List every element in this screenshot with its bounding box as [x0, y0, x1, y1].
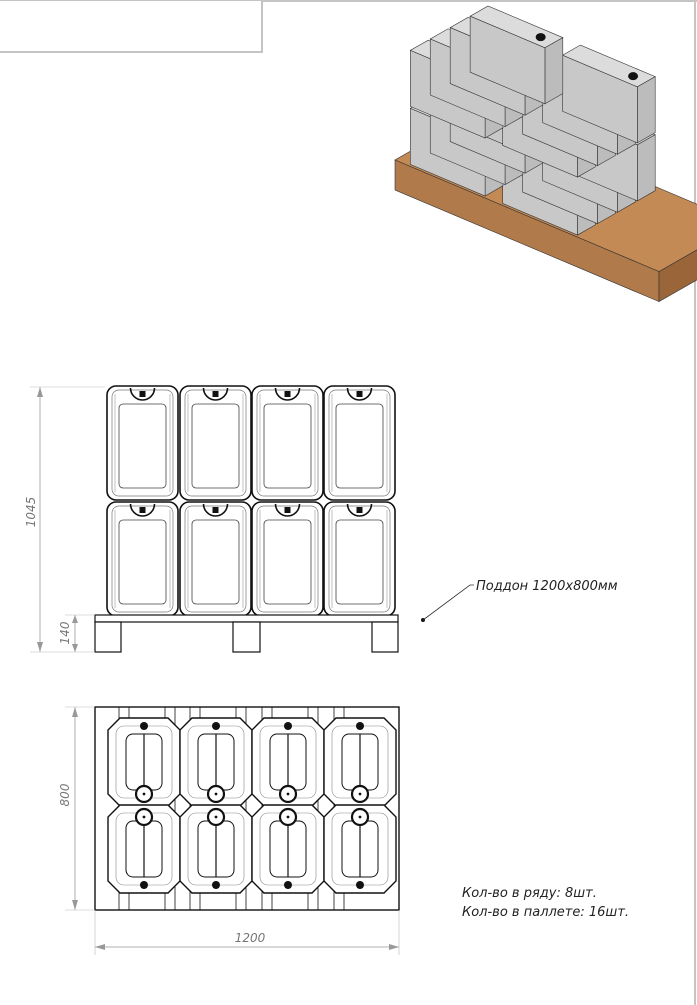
front-dimensions: 1045 140	[24, 386, 105, 653]
canister-iso-side	[544, 37, 564, 105]
vent	[356, 722, 364, 730]
vent	[212, 881, 220, 889]
vent	[356, 881, 364, 889]
canister-front	[251, 385, 324, 501]
vent	[284, 722, 292, 730]
pallet-side	[658, 249, 697, 303]
pallet-height-dimension: 140	[58, 621, 72, 644]
isometric-pallet-view	[394, 5, 697, 303]
canister-top	[179, 717, 253, 807]
canister-iso-front	[469, 15, 546, 105]
notes: Кол-во в ряду: 8шт. Кол-во в паллете: 16…	[462, 886, 629, 920]
note-per-row: Кол-во в ряду: 8шт.	[462, 886, 597, 901]
note-per-pallet: Кол-во в паллете: 16шт.	[462, 905, 629, 920]
canister-top	[251, 804, 325, 894]
vent	[140, 722, 148, 730]
canister-top	[107, 717, 181, 807]
canister-top	[323, 804, 397, 894]
pallet-label: Поддон 1200х800мм	[476, 579, 618, 594]
width-dimension: 1200	[235, 931, 266, 945]
pallet-block	[94, 621, 122, 653]
canister-top	[107, 804, 181, 894]
canister-front	[106, 501, 179, 617]
height-dimension: 1045	[24, 497, 38, 528]
title-block	[0, 0, 263, 53]
canister-front	[179, 385, 252, 501]
canister-front	[106, 385, 179, 501]
pallet-block	[371, 621, 399, 653]
canister-top	[323, 717, 397, 807]
canister-front	[179, 501, 252, 617]
canister-front	[323, 501, 396, 617]
canister-iso-side	[637, 76, 656, 144]
canister-top	[179, 804, 253, 894]
canister-top	[251, 717, 325, 807]
depth-dimension: 800	[58, 783, 72, 806]
canister-front	[323, 385, 396, 501]
cap	[628, 72, 639, 81]
canister-iso-side	[637, 134, 656, 202]
pallet-deck	[94, 614, 399, 623]
pallet-block	[232, 621, 261, 653]
top-dimensions: 800 1200	[58, 706, 400, 955]
cap	[535, 33, 546, 42]
pallet-leader: Поддон 1200х800мм	[421, 579, 618, 622]
vent	[284, 881, 292, 889]
canister-front	[251, 501, 324, 617]
top-view	[94, 706, 400, 911]
front-view	[94, 385, 399, 653]
vent	[140, 881, 148, 889]
vent	[212, 722, 220, 730]
